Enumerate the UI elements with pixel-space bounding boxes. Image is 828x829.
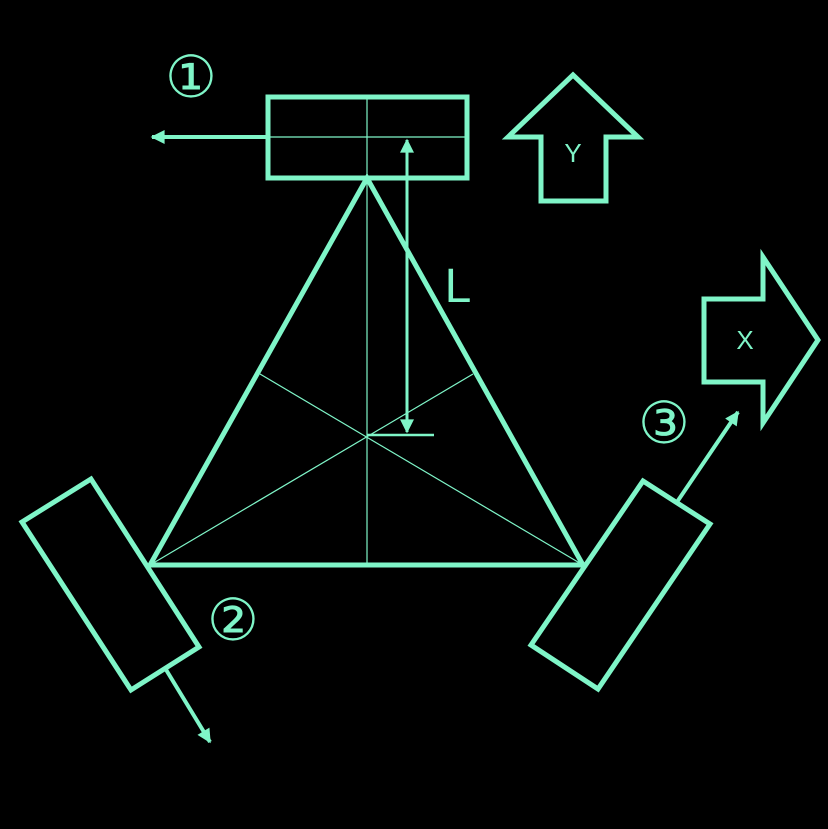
wheel-3-label: ③ bbox=[638, 391, 690, 456]
median-from-left bbox=[149, 373, 474, 566]
wheel-1-label: ① bbox=[165, 45, 217, 110]
wheel-3-direction-arrow bbox=[675, 410, 740, 504]
robot-triangle bbox=[145, 172, 588, 568]
wheel-3 bbox=[527, 477, 714, 693]
y-axis-arrow-icon bbox=[501, 71, 645, 204]
y-axis-label: Y bbox=[564, 138, 581, 168]
triangle-medians bbox=[149, 96, 584, 566]
x-axis-arrow-icon bbox=[701, 248, 821, 432]
length-label: L bbox=[445, 260, 472, 313]
x-axis-label: X bbox=[736, 325, 753, 355]
wheel-2 bbox=[18, 475, 203, 694]
wheel-2-direction-arrow bbox=[163, 666, 212, 744]
median-from-right bbox=[259, 373, 584, 566]
wheel-2-label: ② bbox=[207, 588, 259, 653]
